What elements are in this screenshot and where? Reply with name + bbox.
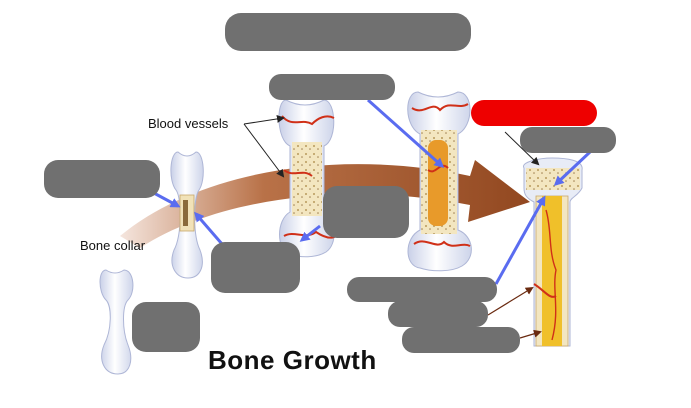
label-mask-right-upper[interactable]	[520, 127, 616, 153]
pointer-arrow-2	[196, 214, 222, 244]
label-mask-bottom-2[interactable]	[388, 301, 488, 327]
blood-vessels-leader-2	[244, 124, 283, 176]
mature-bone-stage	[523, 158, 582, 346]
diagram-title: Bone Growth	[208, 345, 377, 376]
label-mask-top[interactable]	[225, 13, 471, 51]
cartilage-model-stage1	[100, 270, 133, 374]
label-mask-stage3-center[interactable]	[323, 186, 409, 238]
label-mask-bottom-3[interactable]	[402, 327, 520, 353]
label-mask-stage1[interactable]	[132, 302, 200, 352]
label-mask-stage4-top[interactable]	[269, 74, 395, 100]
label-mask-left[interactable]	[44, 160, 160, 198]
label-mask-highlighted[interactable]	[471, 100, 597, 126]
bone-collar-label: Bone collar	[80, 238, 145, 253]
blood-vessels-label: Blood vessels	[148, 116, 228, 131]
pointer-arrow-1	[152, 192, 178, 206]
label-mask-bottom-1[interactable]	[347, 277, 497, 302]
label-mask-stage2-bottom[interactable]	[211, 242, 300, 293]
blood-vessels-leader-1	[244, 118, 283, 124]
